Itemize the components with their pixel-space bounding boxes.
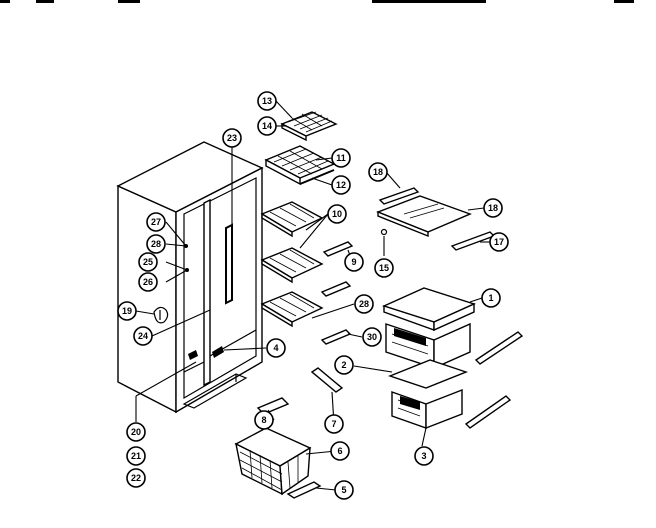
callout-30: 30: [362, 327, 382, 347]
top-edge-mark-1: [0, 0, 10, 3]
svg-text:8: 8: [261, 415, 266, 425]
crisper-drawer-lower: [387, 359, 469, 430]
callout-2: 2: [334, 355, 354, 375]
svg-text:11: 11: [336, 153, 346, 163]
callout-24: 24: [133, 326, 153, 346]
svg-text:3: 3: [421, 451, 426, 461]
callout-10: 10: [327, 204, 347, 224]
callout-7: 7: [324, 414, 344, 434]
freezer-shelf-wire: [264, 145, 336, 186]
svg-text:26: 26: [143, 277, 153, 287]
svg-text:23: 23: [227, 133, 237, 143]
top-edge-mark-2: [36, 0, 54, 3]
freezer-shelf-10: [260, 201, 324, 238]
freezer-shelf-mid: [260, 247, 324, 284]
svg-text:27: 27: [151, 217, 161, 227]
fresh-food-shelf: [376, 187, 496, 251]
callout-28-lower: 28: [354, 294, 374, 314]
svg-text:15: 15: [379, 263, 389, 273]
freezer-shelf-low: [260, 291, 324, 328]
svg-text:9: 9: [351, 257, 356, 267]
callout-3: 3: [414, 446, 434, 466]
callout-6: 6: [330, 441, 350, 461]
svg-text:21: 21: [131, 451, 141, 461]
callout-20: 20: [126, 422, 146, 442]
callout-21: 21: [126, 446, 146, 466]
svg-text:4: 4: [273, 343, 278, 353]
loose-rails: [464, 331, 524, 429]
callout-18-upper: 18: [368, 162, 388, 182]
callout-23: 23: [222, 128, 242, 148]
callout-11: 11: [331, 148, 351, 168]
crisper-cover: [382, 287, 476, 332]
top-edge-mark-3: [118, 0, 140, 3]
svg-text:20: 20: [131, 427, 141, 437]
freezer-shelf-top: [280, 111, 338, 142]
callout-13: 13: [257, 91, 277, 111]
callout-5: 5: [334, 480, 354, 500]
top-edge-mark-4: [372, 0, 486, 3]
svg-text:6: 6: [337, 446, 342, 456]
callouts: 13 14 23 11 12 18 18 10 27 28 25 26 9 17…: [117, 91, 509, 500]
svg-text:13: 13: [262, 96, 272, 106]
svg-text:2: 2: [341, 360, 346, 370]
callout-15: 15: [374, 258, 394, 278]
svg-text:18: 18: [488, 203, 498, 213]
callout-4: 4: [266, 338, 286, 358]
svg-text:7: 7: [331, 419, 336, 429]
wire-basket: [234, 427, 312, 496]
crisper-drawer-upper: [385, 322, 471, 370]
callout-1: 1: [481, 288, 501, 308]
svg-text:22: 22: [131, 473, 141, 483]
callout-22: 22: [126, 468, 146, 488]
callout-25: 25: [138, 252, 158, 272]
svg-text:14: 14: [262, 121, 272, 131]
callout-17: 17: [489, 232, 509, 252]
callout-12: 12: [331, 175, 351, 195]
svg-text:1: 1: [488, 293, 493, 303]
callout-14: 14: [257, 116, 277, 136]
callout-18-right: 18: [483, 198, 503, 218]
svg-text:25: 25: [143, 257, 153, 267]
callout-26: 26: [138, 272, 158, 292]
callout-27: 27: [146, 212, 166, 232]
svg-text:19: 19: [122, 306, 132, 316]
callout-9: 9: [344, 252, 364, 272]
svg-text:24: 24: [138, 331, 148, 341]
svg-text:30: 30: [367, 332, 377, 342]
top-edge-mark-5: [614, 0, 634, 3]
svg-text:28: 28: [151, 239, 161, 249]
svg-text:10: 10: [332, 209, 342, 219]
svg-text:28: 28: [359, 299, 369, 309]
callout-28-upper: 28: [146, 234, 166, 254]
svg-text:17: 17: [494, 237, 504, 247]
svg-text:12: 12: [336, 180, 346, 190]
callout-8: 8: [254, 410, 274, 430]
svg-text:18: 18: [373, 167, 383, 177]
callout-19: 19: [117, 301, 137, 321]
svg-text:5: 5: [341, 485, 346, 495]
